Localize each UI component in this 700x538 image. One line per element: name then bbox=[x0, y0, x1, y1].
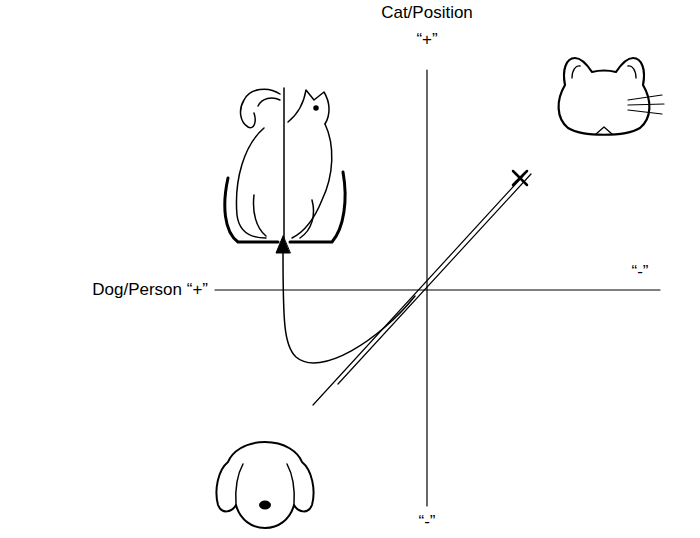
x-mark bbox=[513, 171, 527, 185]
axis-sign: “-” bbox=[632, 262, 649, 282]
axis-title: Cat/Position bbox=[381, 3, 473, 23]
axis-sign: “-” bbox=[419, 512, 436, 532]
arrowhead bbox=[276, 236, 290, 253]
axis-title: Dog/Person “+” bbox=[92, 280, 208, 300]
dog-cat-figure bbox=[225, 88, 345, 242]
axis-sign: “+” bbox=[416, 30, 437, 50]
dog-face bbox=[216, 442, 313, 528]
cat-face bbox=[559, 58, 664, 135]
horizontal-axis bbox=[215, 289, 660, 290]
curved-arrow bbox=[283, 252, 415, 363]
